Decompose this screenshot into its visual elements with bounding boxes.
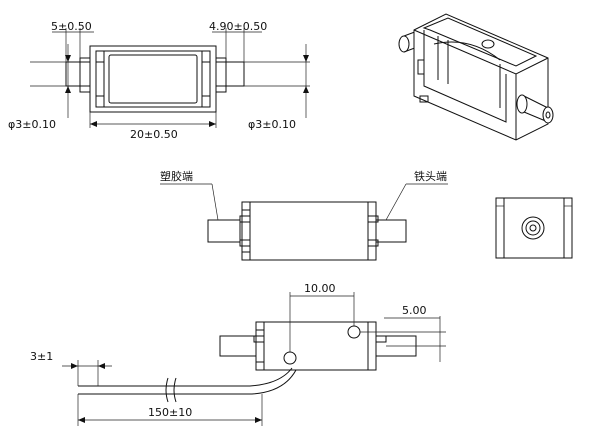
dim-wire-length-label: 150±10 (148, 406, 192, 419)
wire-view-hole-bottom (283, 351, 297, 365)
arrow (65, 55, 71, 62)
iso-left-plunger-end (398, 35, 410, 53)
label-plastic-end: 塑胶端 (160, 169, 193, 183)
wire-break-mark (165, 377, 177, 403)
side-right-plunger (375, 219, 407, 243)
wire-view-tab (375, 335, 387, 343)
side-tab (367, 239, 379, 247)
dim-right-plunger-label: 4.90±0.50 (209, 20, 267, 33)
iso-body-opening (422, 17, 538, 67)
side-view: 塑胶端 铁头端 (160, 169, 448, 261)
iso-right-plunger-center (545, 111, 551, 119)
end-view-center (529, 224, 537, 232)
right-plunger-collar (215, 57, 227, 93)
left-plunger-collar (79, 57, 91, 93)
wire-view-hole-top (347, 325, 361, 339)
side-tab (239, 239, 251, 247)
arrow (65, 86, 71, 93)
wire-view-frame (255, 329, 265, 363)
iso-tab (417, 59, 425, 75)
leader-iron-end (385, 183, 407, 221)
iso-body-inner (423, 30, 507, 123)
wire-view-tab (253, 335, 265, 343)
arrow (303, 55, 309, 62)
dim-hole-spacing-label: 10.00 (304, 282, 336, 295)
wire-view-inner (263, 321, 369, 371)
wire-lower (78, 369, 297, 395)
isometric-view (398, 13, 554, 141)
end-view-outer-ring (521, 216, 545, 240)
iso-coil-curve (433, 41, 501, 61)
end-view-outline (495, 197, 573, 259)
side-frame (241, 209, 251, 253)
side-tab (239, 215, 251, 223)
leader-plastic-end (211, 183, 219, 221)
dim-hole-offset-label: 5.00 (402, 304, 427, 317)
dim-wire-strip-label: 3±1 (30, 350, 53, 363)
iso-hole (481, 39, 495, 49)
side-body-inner (249, 201, 369, 261)
dim-left-diameter-label: φ3±0.10 (8, 118, 56, 131)
side-tab (367, 215, 379, 223)
arrow (90, 121, 97, 127)
arrow (78, 417, 85, 423)
wire-view: 10.00 5.00 3±1 150±10 (30, 282, 446, 426)
body-inner-outline (95, 50, 211, 108)
dim-body-length-label: 20±0.50 (130, 128, 178, 141)
iso-right-plunger-collar (516, 94, 528, 114)
dim-left-plunger-label: 5±0.50 (51, 20, 92, 33)
iso-tab (419, 95, 429, 103)
end-view-mid-ring (525, 220, 541, 236)
left-plunger (65, 61, 91, 87)
wire-view-body (255, 321, 377, 371)
arrow (303, 86, 309, 93)
wire-view-left-plunger (219, 335, 257, 357)
wire-upper (78, 367, 293, 387)
label-iron-end: 铁头端 (414, 170, 447, 183)
coil-outline (103, 50, 203, 108)
arrow (98, 363, 105, 369)
side-body (241, 201, 377, 261)
front-view: 5±0.50 4.90±0.50 φ3±0.10 φ3±0.10 20±0.50 (8, 20, 310, 141)
end-view-inner (503, 197, 565, 259)
side-left-plunger (207, 219, 241, 243)
arrow (255, 417, 262, 423)
arrow (209, 121, 216, 127)
iso-right-plunger-end (542, 106, 554, 124)
dim-right-diameter-label: φ3±0.10 (248, 118, 296, 131)
coil-window (108, 54, 198, 104)
right-plunger (215, 61, 245, 87)
end-view (495, 197, 573, 259)
arrow (71, 363, 78, 369)
iso-body (413, 13, 549, 141)
